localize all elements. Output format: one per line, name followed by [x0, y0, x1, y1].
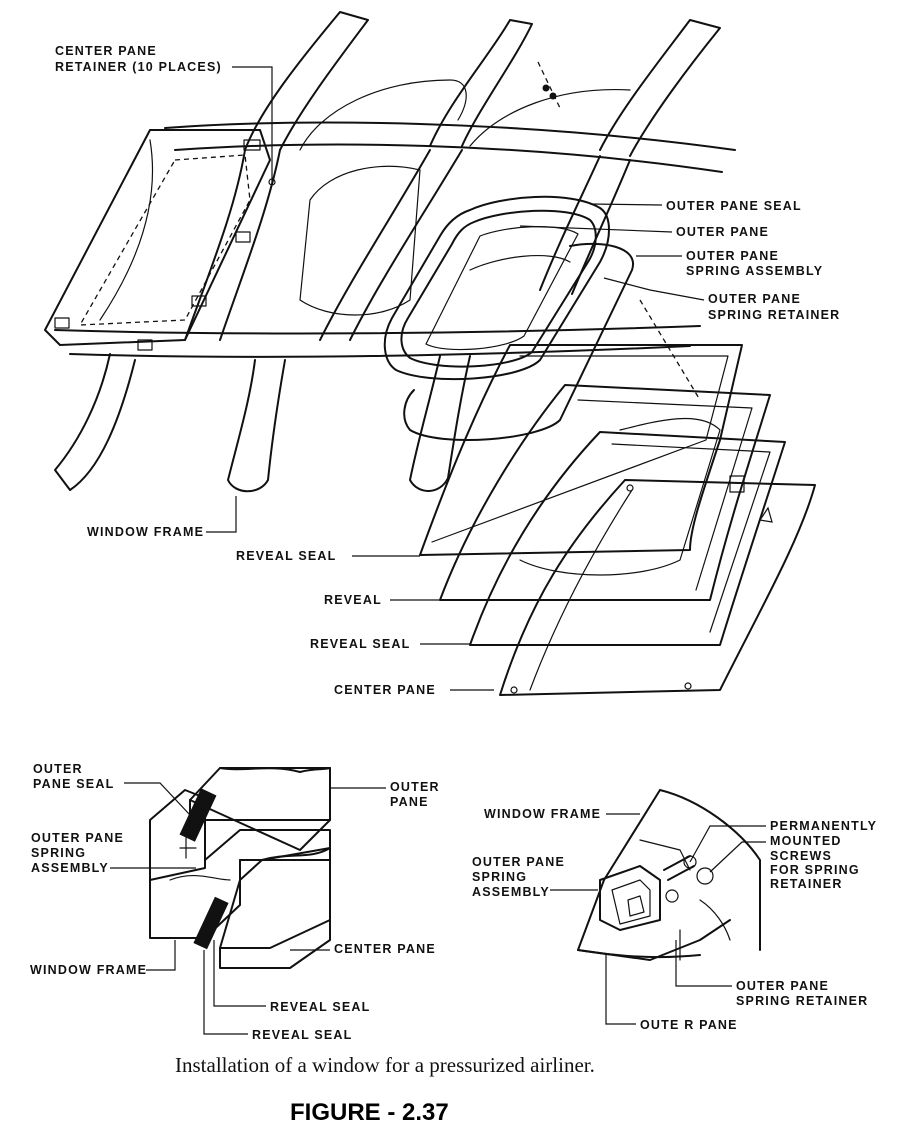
leader-screws-1	[689, 825, 766, 863]
label-outer-pane-seal: OUTER PANE SEAL	[666, 199, 802, 213]
center-pane-outline	[499, 479, 816, 696]
retainer-detail-view: WINDOW FRAME PERMANENTLY MOUNTED SCREWS …	[472, 789, 877, 1032]
label-outer-pane-spring-retainer-line2: SPRING RETAINER	[708, 308, 840, 322]
leader-screws-2	[709, 841, 766, 873]
leader-window-frame	[206, 496, 237, 533]
main-exploded-view: CENTER PANE RETAINER (10 PLACES) OUTER P…	[44, 11, 840, 697]
section-detail-view: OUTER PANE SEAL OUTER PANE OUTER PANE SP…	[30, 762, 440, 1042]
label-retainer-window-frame: WINDOW FRAME	[484, 807, 601, 821]
reveal-outline	[439, 384, 771, 601]
reveal-stack	[419, 344, 816, 696]
leader-detail-outer-pane-seal	[124, 782, 191, 816]
label-outer-pane-spring-retainer-line1: OUTER PANE	[708, 292, 801, 306]
caption: Installation of a window for a pressuriz…	[175, 1053, 595, 1077]
leader-detail-window-frame	[146, 940, 176, 971]
leader-outer-pane-seal	[589, 203, 663, 206]
label-retainer-spring-assembly-line3: ASSEMBLY	[472, 885, 550, 899]
label-detail-window-frame: WINDOW FRAME	[30, 963, 147, 977]
label-screws-line5: RETAINER	[770, 877, 843, 891]
outer-pane-and-seal	[383, 61, 701, 442]
label-detail-outer-pane-line2: PANE	[390, 795, 429, 809]
label-detail-spring-assembly-line2: SPRING	[31, 846, 86, 860]
label-detail-spring-assembly-line3: ASSEMBLY	[31, 861, 109, 875]
installed-center-pane	[44, 129, 276, 351]
label-detail-outer-pane-line1: OUTER	[390, 780, 440, 794]
label-detail-outer-pane-seal-line2: PANE SEAL	[33, 777, 114, 791]
label-detail-reveal-seal-2: REVEAL SEAL	[252, 1028, 353, 1042]
label-screws-line3: SCREWS	[770, 849, 832, 863]
label-screws-line1: PERMANENTLY	[770, 819, 877, 833]
label-detail-outer-pane-seal-line1: OUTER	[33, 762, 83, 776]
label-retainer-spring-assembly-line1: OUTER PANE	[472, 855, 565, 869]
main-labels: CENTER PANE RETAINER (10 PLACES) OUTER P…	[55, 44, 840, 697]
label-reveal: REVEAL	[324, 593, 382, 607]
figure-label: FIGURE - 2.37	[290, 1099, 449, 1126]
label-center-pane-retainer-line1: CENTER PANE	[55, 44, 157, 58]
leader-center-pane-retainer	[232, 66, 273, 185]
label-window-frame: WINDOW FRAME	[87, 525, 204, 539]
label-detail-spring-assembly-line1: OUTER PANE	[31, 831, 124, 845]
label-outer-pane-spring-assembly-line2: SPRING ASSEMBLY	[686, 264, 823, 278]
label-screws-line2: MOUNTED	[770, 834, 842, 848]
reveal-seal-2-outline	[469, 431, 786, 646]
label-outer-pane: OUTER PANE	[676, 225, 769, 239]
leader-retainer-outer-pane	[605, 955, 636, 1025]
label-retainer-outer-pane: OUTE R PANE	[640, 1018, 738, 1032]
leader-retainer-spring-retainer	[675, 940, 732, 987]
label-retainer-spring-assembly-line2: SPRING	[472, 870, 527, 884]
label-retainer-spring-retainer-line1: OUTER PANE	[736, 979, 829, 993]
leader-detail-reveal-seal-1	[213, 940, 266, 1007]
label-center-pane-retainer-line2: RETAINER (10 PLACES)	[55, 60, 222, 74]
leader-outer-pane	[519, 225, 673, 233]
label-detail-center-pane: CENTER PANE	[334, 942, 436, 956]
label-screws-line4: FOR SPRING	[770, 863, 860, 877]
leader-detail-reveal-seal-2	[203, 950, 248, 1035]
label-reveal-seal-2: REVEAL SEAL	[310, 637, 411, 651]
label-outer-pane-spring-assembly-line1: OUTER PANE	[686, 249, 779, 263]
reveal-seal-1-outline	[419, 344, 743, 556]
label-reveal-seal-1: REVEAL SEAL	[236, 549, 337, 563]
label-retainer-spring-retainer-line2: SPRING RETAINER	[736, 994, 868, 1008]
label-center-pane: CENTER PANE	[334, 683, 436, 697]
window-frame-structure	[54, 11, 736, 493]
leader-outer-pane-spring-retainer	[603, 277, 705, 301]
label-detail-reveal-seal-1: REVEAL SEAL	[270, 1000, 371, 1014]
